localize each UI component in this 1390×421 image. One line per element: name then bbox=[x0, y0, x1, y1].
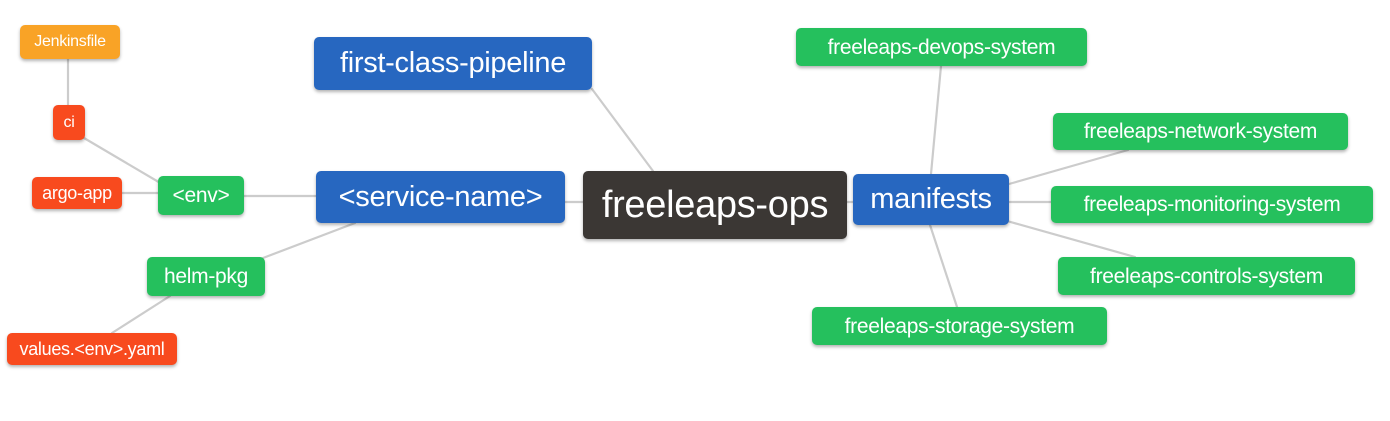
node-manifests[interactable]: manifests bbox=[853, 174, 1009, 225]
edge-manifests--freeleaps-devops-system bbox=[929, 64, 943, 176]
node-ci[interactable]: ci bbox=[53, 105, 85, 140]
node-env[interactable]: <env> bbox=[158, 176, 244, 215]
node-argo-app[interactable]: argo-app bbox=[32, 177, 122, 209]
node-freeleaps-network-system[interactable]: freeleaps-network-system bbox=[1053, 113, 1348, 150]
edge-first-class-pipeline--freeleaps-ops bbox=[590, 87, 655, 173]
edge-manifests--freeleaps-network-system bbox=[1007, 148, 1130, 186]
edge-ci--env bbox=[82, 136, 164, 186]
node-freeleaps-monitoring-system[interactable]: freeleaps-monitoring-system bbox=[1051, 186, 1373, 223]
edge-manifests--freeleaps-storage-system bbox=[928, 223, 959, 309]
node-freeleaps-storage-system[interactable]: freeleaps-storage-system bbox=[812, 307, 1107, 345]
node-values-env-yaml[interactable]: values.<env>.yaml bbox=[7, 333, 177, 365]
node-service-name[interactable]: <service-name> bbox=[316, 171, 565, 223]
node-helm-pkg[interactable]: helm-pkg bbox=[147, 257, 265, 296]
node-freeleaps-controls-system[interactable]: freeleaps-controls-system bbox=[1058, 257, 1355, 295]
node-freeleaps-devops-system[interactable]: freeleaps-devops-system bbox=[796, 28, 1087, 66]
node-freeleaps-ops[interactable]: freeleaps-ops bbox=[583, 171, 847, 239]
edge-helm-pkg--service-name bbox=[261, 221, 357, 260]
node-first-class-pipeline[interactable]: first-class-pipeline bbox=[314, 37, 592, 90]
node-jenkinsfile[interactable]: Jenkinsfile bbox=[20, 25, 120, 59]
edge-values-env-yaml--helm-pkg bbox=[110, 294, 172, 335]
edge-manifests--freeleaps-controls-system bbox=[1005, 219, 1137, 259]
